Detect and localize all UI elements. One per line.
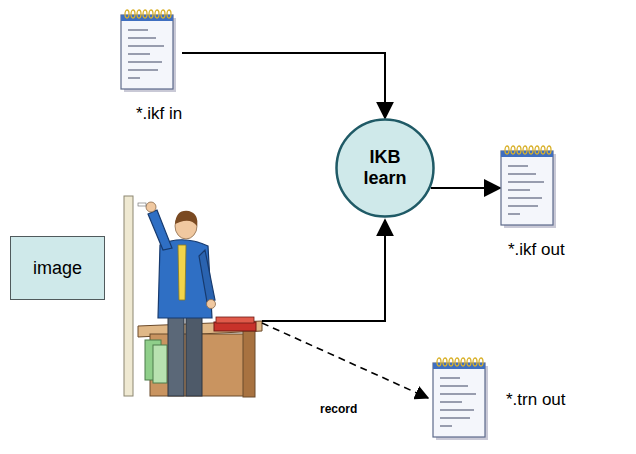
teacher-figure: [124, 196, 262, 397]
image-box: image: [10, 236, 105, 300]
output-file: *.ikf out: [498, 144, 565, 260]
node-label: *.trn out: [492, 390, 566, 410]
connector-label: record: [318, 402, 359, 416]
node-label: IKB learn: [355, 147, 415, 188]
flow-arrow: [182, 53, 385, 118]
document-icon: [498, 144, 560, 232]
training-file: *.trn out: [430, 356, 566, 444]
document-icon: [430, 356, 492, 444]
input-file: *.ikf in: [118, 8, 182, 124]
document-icon: [118, 8, 180, 96]
flow-arrow: [431, 187, 500, 189]
node-label: image: [33, 258, 82, 279]
node-label: *.ikf out: [498, 240, 565, 260]
process-circle: IKB learn: [335, 118, 435, 218]
input-connector: [262, 220, 385, 321]
record-connector: [262, 323, 428, 398]
node-label: *.ikf in: [118, 104, 182, 124]
